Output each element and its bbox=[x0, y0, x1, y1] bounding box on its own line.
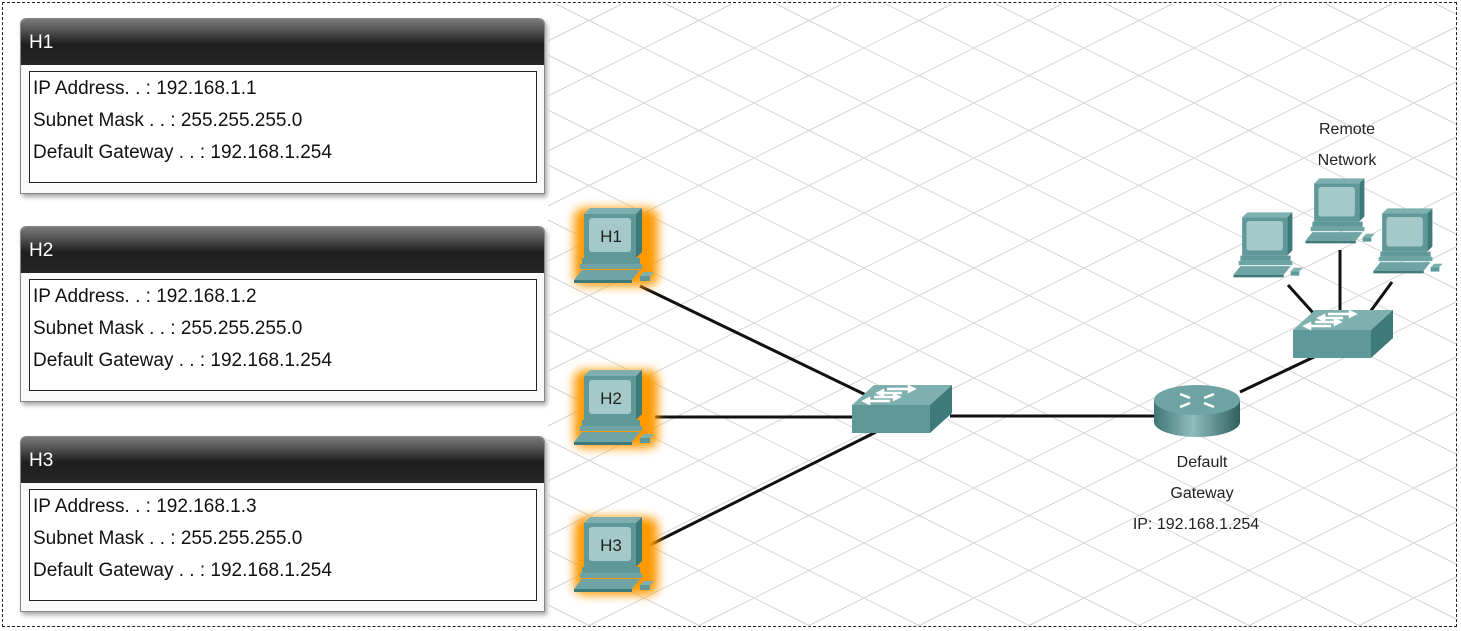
grid-line bbox=[547, 109, 1457, 565]
grid-line bbox=[775, 3, 1457, 345]
ip-address-row: IP Address. . : 192.168.1.1 bbox=[33, 78, 257, 99]
grid-line bbox=[547, 274, 1251, 627]
grid-line bbox=[547, 3, 843, 152]
grid-line bbox=[547, 3, 1393, 427]
grid-line bbox=[1105, 3, 1457, 180]
subnet-mask-row: Subnet Mask . . : 255.255.255.0 bbox=[33, 318, 303, 339]
grid-line bbox=[1215, 3, 1457, 125]
panel-header: H2 bbox=[21, 227, 544, 273]
panel-body: IP Address. . : 192.168.1.1 Subnet Mask … bbox=[29, 71, 537, 183]
grid-line bbox=[547, 3, 733, 97]
cable-remote-pc1 bbox=[1286, 283, 1317, 317]
grid-line bbox=[547, 219, 1361, 627]
host-label: H1 bbox=[600, 227, 622, 246]
subnet-mask-row: Subnet Mask . . : 255.255.255.0 bbox=[33, 528, 303, 549]
ip-address-row: IP Address. . : 192.168.1.3 bbox=[33, 496, 257, 517]
default-gateway-row: Default Gateway . . : 192.168.1.254 bbox=[33, 560, 332, 581]
remote-computer-icon[interactable] bbox=[1233, 212, 1303, 278]
grid-line bbox=[555, 3, 1457, 455]
grid-line bbox=[1325, 3, 1457, 70]
panel-body: IP Address. . : 192.168.1.2 Subnet Mask … bbox=[29, 279, 537, 391]
grid-line bbox=[917, 356, 1457, 627]
panel-header: H1 bbox=[21, 19, 544, 65]
host-label: H2 bbox=[600, 389, 622, 408]
grid-line bbox=[547, 494, 811, 627]
host-h3[interactable]: H3 bbox=[574, 517, 658, 595]
grid-line bbox=[547, 54, 1457, 510]
cables bbox=[639, 250, 1394, 547]
grid-line bbox=[697, 246, 1457, 627]
isometric-grid bbox=[547, 3, 1457, 627]
router-label-line2: Gateway bbox=[1170, 485, 1233, 502]
router-label-line1: Default bbox=[1177, 454, 1228, 471]
grid-line bbox=[1137, 466, 1457, 627]
remote-network: Remote Network bbox=[1233, 121, 1443, 360]
grid-line bbox=[587, 191, 1457, 627]
router-ip-label: IP: 192.168.1.254 bbox=[1133, 516, 1259, 533]
cable-router-remote-switch bbox=[1239, 354, 1317, 394]
host-h1[interactable]: H1 bbox=[574, 208, 658, 286]
grid-line bbox=[1435, 3, 1457, 15]
grid-line bbox=[1027, 411, 1457, 627]
subnet-mask-row: Subnet Mask . . : 255.255.255.0 bbox=[33, 110, 303, 131]
default-gateway-row: Default Gateway . . : 192.168.1.254 bbox=[33, 142, 332, 163]
cable-remote-pc3 bbox=[1368, 281, 1394, 313]
switch-icon[interactable] bbox=[850, 383, 954, 435]
grid-line bbox=[1357, 576, 1457, 627]
host-panel-h2: H2 IP Address. . : 192.168.1.2 Subnet Ma… bbox=[20, 226, 545, 402]
default-gateway-row: Default Gateway . . : 192.168.1.254 bbox=[33, 350, 332, 371]
router-icon bbox=[1154, 385, 1240, 437]
grid-line bbox=[547, 3, 1283, 372]
panel-header: H3 bbox=[21, 437, 544, 483]
host-h2[interactable]: H2 bbox=[574, 370, 658, 448]
grid-line bbox=[547, 439, 921, 627]
grid-line bbox=[547, 26, 1457, 482]
grid-line bbox=[1247, 521, 1457, 627]
router-default-gateway[interactable]: Default Gateway IP: 192.168.1.254 bbox=[1133, 385, 1259, 533]
grid-line bbox=[547, 81, 1457, 537]
grid-line bbox=[547, 3, 953, 207]
remote-switch-icon[interactable] bbox=[1291, 308, 1395, 360]
remote-label-line2: Network bbox=[1318, 152, 1378, 169]
cable-h3-switch bbox=[649, 430, 877, 547]
host-panel-h1: H1 IP Address. . : 192.168.1.1 Subnet Ma… bbox=[20, 18, 545, 194]
grid-line bbox=[995, 3, 1457, 235]
grid-line bbox=[885, 3, 1457, 290]
ip-address-row: IP Address. . : 192.168.1.2 bbox=[33, 286, 257, 307]
host-label: H3 bbox=[600, 536, 622, 555]
remote-computer-icon[interactable] bbox=[1373, 208, 1443, 274]
panel-body: IP Address. . : 192.168.1.3 Subnet Mask … bbox=[29, 489, 537, 601]
grid-line bbox=[547, 3, 623, 42]
grid-line bbox=[547, 164, 1457, 620]
remote-label-line1: Remote bbox=[1319, 121, 1375, 138]
host-panel-h3: H3 IP Address. . : 192.168.1.3 Subnet Ma… bbox=[20, 436, 545, 612]
cable-h1-switch bbox=[639, 284, 867, 397]
grid-line bbox=[547, 604, 591, 627]
